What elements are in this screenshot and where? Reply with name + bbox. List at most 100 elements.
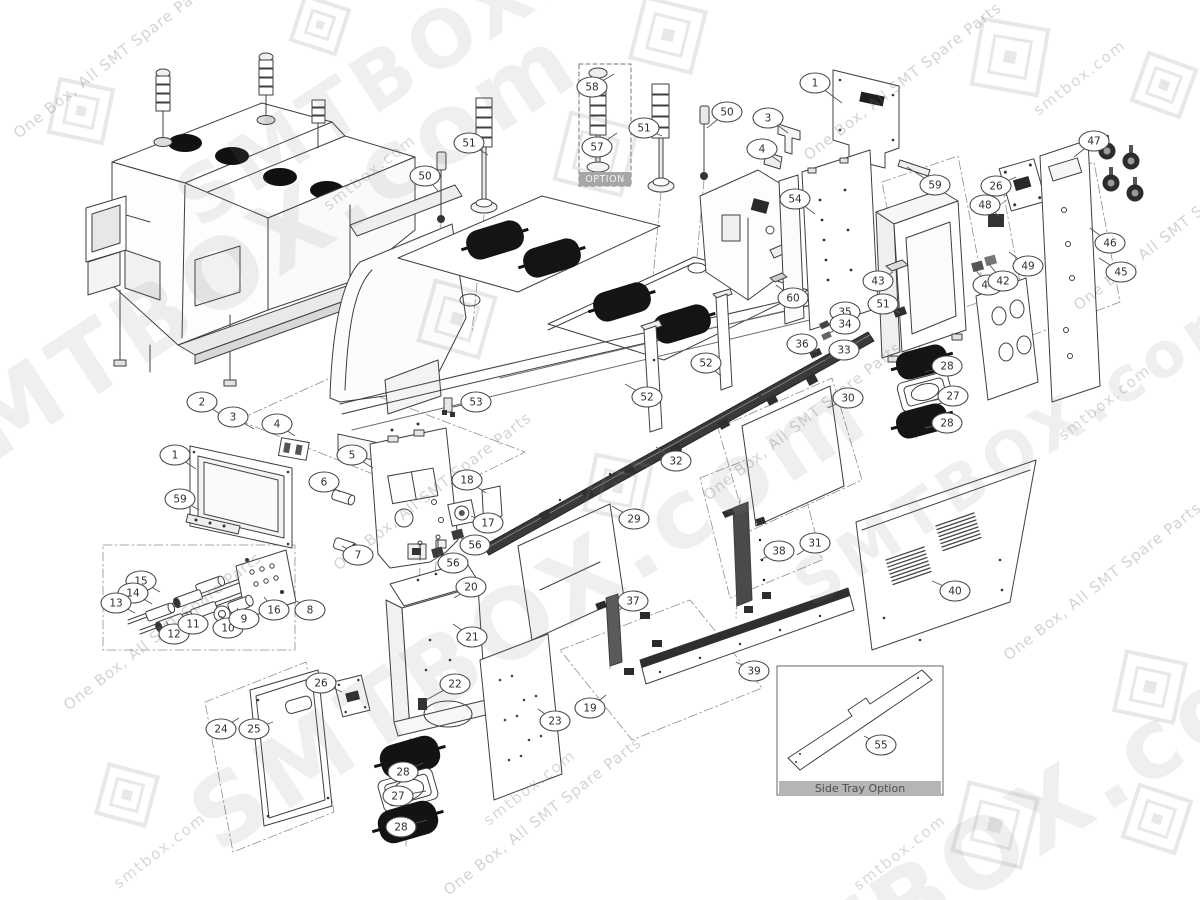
svg-text:47: 47: [1087, 136, 1100, 148]
svg-text:50: 50: [720, 107, 733, 119]
svg-text:50: 50: [418, 171, 431, 183]
svg-text:21: 21: [465, 632, 478, 644]
assembled-machine-view: [85, 52, 463, 387]
svg-text:9: 9: [241, 614, 248, 626]
callout-balloon-50: 50: [706, 101, 743, 129]
svg-text:24: 24: [214, 724, 228, 736]
callout-balloon-53: 53: [452, 391, 492, 413]
svg-text:1: 1: [172, 450, 179, 462]
callout-balloon-32: 32: [655, 446, 692, 472]
svg-text:18: 18: [460, 475, 473, 487]
callout-balloon-36: 36: [786, 333, 818, 355]
signal-tower: [153, 68, 173, 147]
callout-balloon-7: 7: [341, 544, 374, 566]
svg-text:38: 38: [772, 546, 785, 558]
head-unit: [699, 169, 795, 301]
svg-text:60: 60: [786, 293, 799, 305]
svg-text:14: 14: [126, 588, 140, 600]
display-monitor-top: [832, 69, 900, 169]
svg-text:27: 27: [391, 791, 404, 803]
callout-balloon-17: 17: [470, 512, 504, 534]
svg-text:48: 48: [978, 200, 991, 212]
callout-balloon-28: 28: [387, 761, 424, 783]
callout-balloon-28: 28: [924, 412, 963, 434]
callout-balloon-56: 56: [458, 534, 491, 556]
svg-text:52: 52: [640, 392, 653, 404]
svg-text:20: 20: [464, 582, 477, 594]
callout-balloon-29: 29: [611, 505, 650, 530]
svg-text:22: 22: [448, 679, 461, 691]
callout-balloon-40: 40: [931, 580, 971, 602]
svg-text:56: 56: [468, 540, 482, 552]
callout-balloon-33: 33: [824, 339, 860, 361]
callout-balloon-30: 30: [827, 387, 864, 409]
cover-plate-30: [741, 385, 845, 527]
svg-text:2: 2: [199, 397, 206, 409]
callout-balloon-21: 21: [452, 623, 488, 648]
callout-balloon-52: 52: [690, 352, 722, 377]
svg-text:5: 5: [349, 450, 356, 462]
svg-text:6: 6: [321, 477, 328, 489]
callout-balloon-52: 52: [624, 383, 663, 408]
svg-text:23: 23: [548, 716, 561, 728]
callout-balloon-54: 54: [779, 188, 816, 215]
svg-text:43: 43: [871, 276, 884, 288]
antenna-rod-50: [436, 151, 447, 223]
callout-balloon-4: 4: [261, 413, 296, 437]
svg-text:53: 53: [469, 397, 482, 409]
callout-balloon-26: 26: [980, 175, 1017, 197]
signal-tower: [256, 52, 276, 125]
callout-balloon-49: 49: [1008, 251, 1044, 277]
svg-text:51: 51: [462, 138, 475, 150]
callout-balloon-1: 1: [799, 72, 843, 104]
callout-balloon-28: 28: [924, 355, 963, 377]
svg-text:17: 17: [481, 518, 494, 530]
callout-balloon-22: 22: [425, 673, 471, 701]
conveyor-rail: [482, 331, 875, 556]
callout-balloon-37: 37: [615, 590, 649, 613]
callout-balloon-18: 18: [451, 469, 487, 494]
svg-text:29: 29: [627, 514, 640, 526]
rear-door: [1039, 139, 1101, 403]
caster-plate: [975, 277, 1039, 401]
svg-text:3: 3: [765, 113, 772, 125]
svg-text:59: 59: [173, 494, 186, 506]
svg-text:13: 13: [109, 598, 122, 610]
svg-text:16: 16: [267, 605, 281, 617]
side-tray-option-label: Side Tray Option: [779, 781, 941, 795]
callout-balloon-5: 5: [336, 444, 374, 469]
vented-panel: [855, 459, 1037, 651]
svg-text:46: 46: [1103, 238, 1117, 250]
callout-balloon-56: 56: [437, 552, 469, 574]
svg-text:31: 31: [808, 538, 821, 550]
callout-balloon-27: 27: [930, 385, 969, 407]
svg-text:39: 39: [747, 666, 760, 678]
front-rail-39: [639, 587, 855, 685]
guide-channel-38: [722, 501, 771, 613]
svg-text:26: 26: [989, 181, 1003, 193]
callout-balloon-43: 43: [862, 270, 894, 292]
svg-text:33: 33: [837, 345, 850, 357]
svg-text:51: 51: [637, 123, 650, 135]
svg-text:51: 51: [876, 299, 889, 311]
monitor-stand-59: [185, 513, 241, 535]
side-tray-option-box: [776, 665, 944, 796]
svg-text:10: 10: [221, 623, 234, 635]
svg-text:32: 32: [669, 456, 682, 468]
operator-monitor: [85, 195, 151, 296]
svg-text:42: 42: [996, 276, 1009, 288]
callout-balloon-20: 20: [453, 576, 487, 599]
small-plate-26: [333, 674, 371, 718]
plug-parts: [331, 489, 359, 555]
callout-balloon-55: 55: [863, 734, 897, 756]
svg-text:56: 56: [446, 558, 460, 570]
callout-balloon-28: 28: [385, 816, 428, 838]
rear-panel-group: [778, 149, 879, 331]
svg-text:25: 25: [247, 724, 260, 736]
svg-text:19: 19: [583, 703, 596, 715]
svg-text:8: 8: [307, 605, 314, 617]
svg-text:45: 45: [1114, 267, 1127, 279]
callout-balloon-4: 4: [746, 138, 781, 163]
callout-balloon-51: 51: [628, 117, 663, 139]
